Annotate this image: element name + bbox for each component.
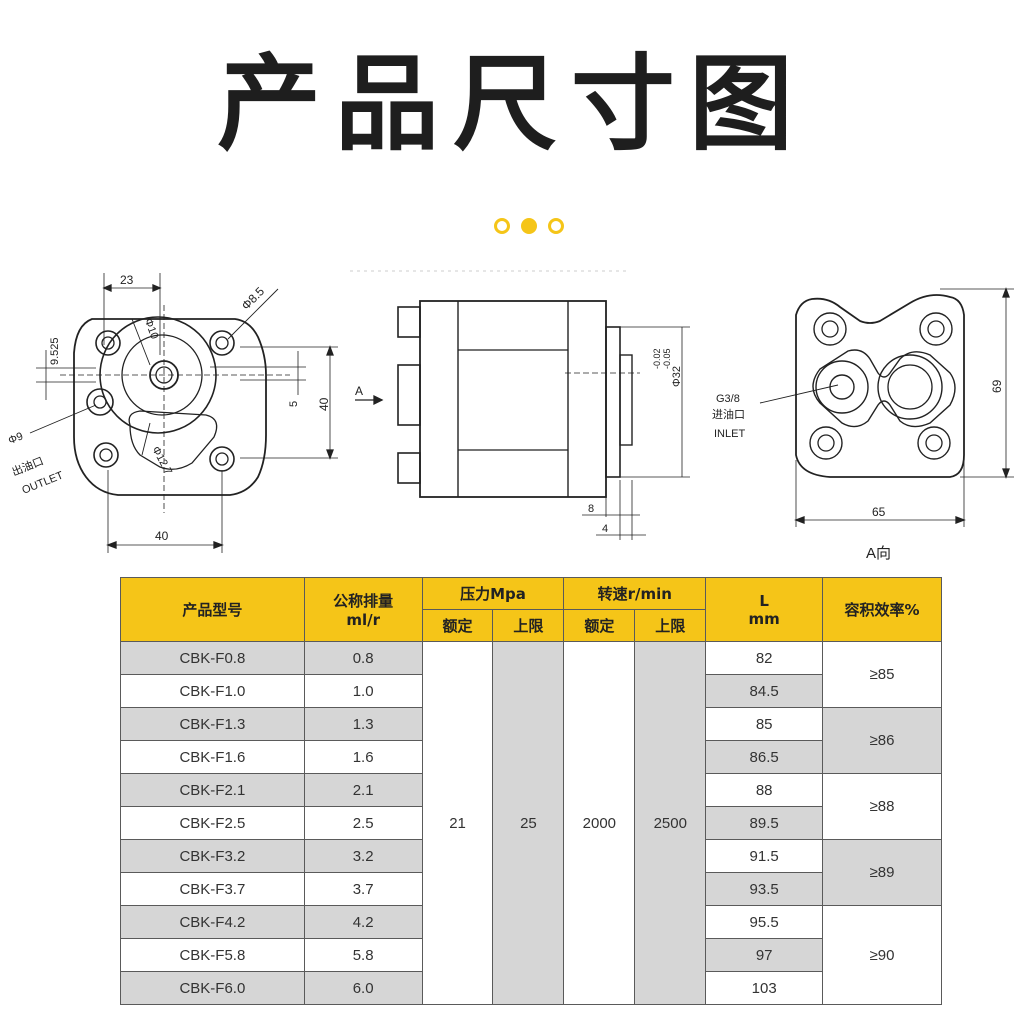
rear-view: G3/8 进油口 INLET 69 65 A向 xyxy=(712,287,1014,562)
cell-length: 91.5 xyxy=(705,839,824,873)
side-arrow-label: A xyxy=(355,384,363,398)
cell-displacement: 1.3 xyxy=(303,707,423,741)
cell-model: CBK-F2.1 xyxy=(120,773,305,807)
cell-displacement: 4.2 xyxy=(303,905,423,939)
cell-efficiency: ≥86 xyxy=(822,707,942,774)
cell-model: CBK-F1.0 xyxy=(120,674,305,708)
side-tol-bot-label: -0.05 xyxy=(662,348,672,369)
dim-40h-label: 40 xyxy=(155,529,169,543)
cell-length: 88 xyxy=(705,773,824,807)
cell-model: CBK-F6.0 xyxy=(120,971,305,1005)
cell-length: 89.5 xyxy=(705,806,824,840)
outlet-cn-label: 出油口 xyxy=(10,453,46,478)
header-displacement-1: 公称排量 xyxy=(333,592,394,610)
header-length-1: L xyxy=(759,591,769,610)
cell-model: CBK-F4.2 xyxy=(120,905,305,939)
dot-icon xyxy=(494,218,510,234)
cell-model: CBK-F2.5 xyxy=(120,806,305,840)
cell-speed-upper: 2500 xyxy=(634,641,707,1005)
cell-displacement: 1.0 xyxy=(303,674,423,708)
dimension-drawing: 23 Φ8.5 9.525 Φ10 Φ12.7 5 40 40 Φ9 出油口 O… xyxy=(7,270,1014,562)
side-tol-top-label: -0.02 xyxy=(652,348,662,369)
dot-icon xyxy=(548,218,564,234)
dim-top-label: 23 xyxy=(120,273,134,287)
dim-5-label: 5 xyxy=(288,401,300,407)
bolt-holes xyxy=(86,330,235,472)
cell-efficiency: ≥90 xyxy=(822,905,942,1005)
header-pressure: 压力Mpa xyxy=(421,577,565,610)
outlet-dia-label: Φ9 xyxy=(7,430,25,447)
header-model: 产品型号 xyxy=(120,577,305,642)
cell-model: CBK-F1.3 xyxy=(120,707,305,741)
side-view: A Φ32 -0.02 -0.05 8 4 xyxy=(350,270,690,540)
cell-efficiency: ≥89 xyxy=(822,839,942,906)
table-row: CBK-F3.2 3.2 91.5 ≥89 xyxy=(120,839,942,906)
dim-hole-label: Φ8.5 xyxy=(239,284,268,313)
rear-dim-69-label: 69 xyxy=(990,379,1004,393)
rear-view-label: A向 xyxy=(866,545,891,562)
cell-length: 93.5 xyxy=(705,872,824,906)
cell-displacement: 2.5 xyxy=(303,806,423,840)
side-dia-label: Φ32 xyxy=(671,366,683,387)
header-efficiency: 容积效率% xyxy=(822,577,942,642)
cell-displacement: 6.0 xyxy=(303,971,423,1005)
cell-displacement: 0.8 xyxy=(303,641,423,675)
decorative-dots xyxy=(494,216,574,238)
cell-model: CBK-F1.6 xyxy=(120,740,305,774)
cell-length: 97 xyxy=(705,938,824,972)
cell-model: CBK-F5.8 xyxy=(120,938,305,972)
table-row: CBK-F0.8 0.8 21 25 2000 2500 82 ≥85 xyxy=(120,641,942,1005)
header-displacement-2: ml/r xyxy=(346,611,380,629)
cell-pressure-rated: 21 xyxy=(421,641,494,1005)
cell-length: 95.5 xyxy=(705,905,824,939)
cell-efficiency: ≥88 xyxy=(822,773,942,840)
side-dim-4-label: 4 xyxy=(602,523,608,535)
table-row: CBK-F6.0 6.0 103 xyxy=(120,971,942,1005)
table-row: CBK-F2.5 2.5 89.5 xyxy=(120,806,942,840)
dot-icon xyxy=(521,218,537,234)
cell-model: CBK-F0.8 xyxy=(120,641,305,675)
cell-model: CBK-F3.2 xyxy=(120,839,305,873)
rear-inlet-cn-label: 进油口 xyxy=(712,407,745,421)
cell-efficiency: ≥85 xyxy=(822,641,942,708)
cell-model: CBK-F3.7 xyxy=(120,872,305,906)
cell-length: 82 xyxy=(705,641,824,675)
cell-length: 103 xyxy=(705,971,824,1005)
dim-left-label: 9.525 xyxy=(49,337,61,365)
side-dim-8-label: 8 xyxy=(588,503,594,515)
cell-displacement: 5.8 xyxy=(303,938,423,972)
header-pressure-rated: 额定 xyxy=(421,609,494,642)
cell-length: 86.5 xyxy=(705,740,824,774)
rear-dim-65-label: 65 xyxy=(872,505,886,519)
cell-displacement: 3.7 xyxy=(303,872,423,906)
page-title: 产品尺寸图 xyxy=(216,43,807,165)
rear-inlet-en-label: INLET xyxy=(714,428,745,440)
header-displacement: 公称排量 ml/r xyxy=(303,577,423,642)
table-row: CBK-F3.7 3.7 93.5 xyxy=(120,872,942,906)
rear-thread-label: G3/8 xyxy=(716,393,740,405)
dim-port-label: Φ12.7 xyxy=(149,445,174,477)
cell-pressure-upper: 25 xyxy=(492,641,565,1005)
table-row: CBK-F4.2 4.2 95.5 ≥90 xyxy=(120,905,942,1005)
spec-table: 产品型号 公称排量 ml/r 压力Mpa 转速r/min L mm 容积效率% … xyxy=(120,577,942,1005)
header-speed: 转速r/min xyxy=(563,577,707,610)
table-row: CBK-F1.6 1.6 86.5 xyxy=(120,740,942,774)
header-speed-rated: 额定 xyxy=(563,609,636,642)
header-speed-upper: 上限 xyxy=(634,609,707,642)
header-length: L mm xyxy=(705,577,824,642)
dim-40v-label: 40 xyxy=(317,397,331,411)
front-view: 23 Φ8.5 9.525 Φ10 Φ12.7 5 40 40 Φ9 出油口 O… xyxy=(7,273,338,553)
header-length-2: mm xyxy=(748,609,780,628)
table-row: CBK-F2.1 2.1 88 ≥88 xyxy=(120,773,942,840)
header-pressure-upper: 上限 xyxy=(492,609,565,642)
dim-bore-label: Φ10 xyxy=(142,317,160,341)
cell-length: 85 xyxy=(705,707,824,741)
cell-displacement: 1.6 xyxy=(303,740,423,774)
cell-displacement: 2.1 xyxy=(303,773,423,807)
cell-displacement: 3.2 xyxy=(303,839,423,873)
cell-length: 84.5 xyxy=(705,674,824,708)
rear-bolt-holes xyxy=(809,312,953,460)
cell-speed-rated: 2000 xyxy=(563,641,636,1005)
